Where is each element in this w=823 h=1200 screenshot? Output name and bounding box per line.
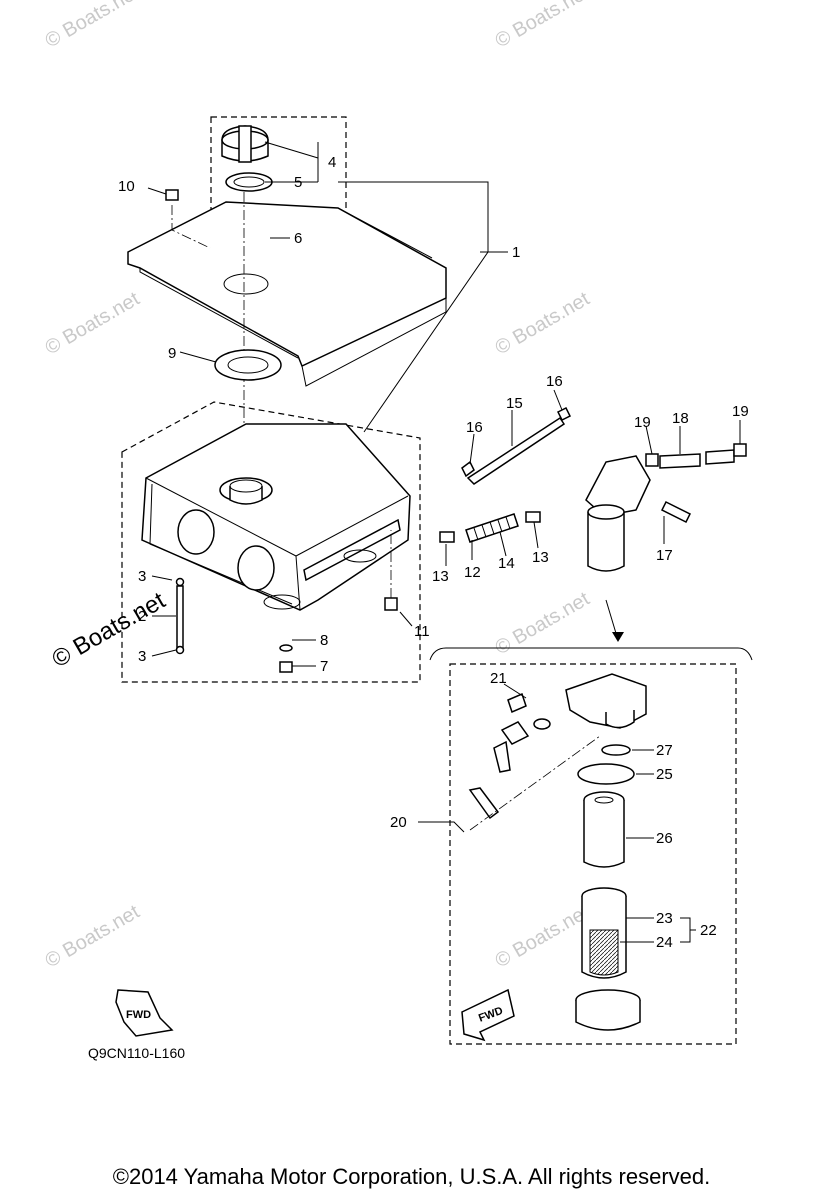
callout-7: 7	[320, 658, 328, 675]
fuel-hose-18	[645, 443, 747, 469]
callout-22: 22	[700, 922, 717, 939]
ring-nut	[575, 989, 641, 1031]
watermark: © Boats.net	[42, 901, 144, 973]
fuel-tank	[141, 423, 411, 611]
watermark: © Boats.net	[42, 0, 144, 52]
callout-19: 19	[732, 403, 749, 420]
callout-labels: 1 2 3 3 4 5 6 7 8 9 10 11 12 13 13 14 15…	[118, 154, 749, 951]
callout-2: 2	[138, 608, 146, 625]
drain-washer	[279, 644, 293, 652]
callout-21: 21	[490, 670, 507, 687]
callout-16: 16	[466, 419, 483, 436]
diagram-code: Q9CN110-L160	[88, 1045, 185, 1061]
callout-27: 27	[656, 742, 673, 759]
callout-13: 13	[432, 568, 449, 585]
watermark: © Boats.net	[42, 288, 144, 360]
callout-6: 6	[294, 230, 302, 247]
tank-box	[121, 401, 421, 683]
callout-15: 15	[506, 395, 523, 412]
callout-25: 25	[656, 766, 673, 783]
copyright-notice: ©2014 Yamaha Motor Corporation, U.S.A. A…	[112, 1164, 711, 1189]
fuel-hose-14	[439, 511, 541, 543]
callout-4: 4	[328, 154, 336, 171]
callout-10: 10	[118, 178, 135, 195]
callout-3: 3	[138, 648, 146, 665]
callout-3: 3	[138, 568, 146, 585]
filler-gasket	[214, 349, 282, 381]
o-ring-27	[601, 744, 631, 756]
callout-26: 26	[656, 830, 673, 847]
leader-lines	[147, 141, 741, 943]
svg-text:FWD: FWD	[126, 1009, 151, 1021]
callout-24: 24	[656, 934, 673, 951]
callout-23: 23	[656, 910, 673, 927]
filter-element	[583, 791, 625, 868]
detail-bracket	[429, 647, 753, 661]
level-tube	[175, 577, 185, 655]
bracket	[468, 787, 500, 820]
callout-5: 5	[294, 174, 302, 191]
bolt-11	[384, 597, 398, 611]
watermark: © Boats.net	[492, 0, 594, 52]
watermark: © Boats.net	[492, 901, 594, 973]
callout-18: 18	[672, 410, 689, 427]
drain-bolt	[279, 661, 293, 673]
fwd-arrow-left: FWD	[115, 989, 174, 1037]
callout-20: 20	[390, 814, 407, 831]
fuel-hose-15	[461, 406, 572, 485]
callout-13: 13	[532, 549, 549, 566]
callout-14: 14	[498, 555, 515, 572]
fuel-filter-small	[585, 455, 692, 572]
callout-19: 19	[634, 414, 651, 431]
fwd-arrow-right: FWD	[461, 988, 515, 1042]
callout-16: 16	[546, 373, 563, 390]
callout-8: 8	[320, 632, 328, 649]
callout-12: 12	[464, 564, 481, 581]
tank-cover	[127, 201, 447, 387]
o-ring-25	[577, 763, 635, 785]
callout-17: 17	[656, 547, 673, 564]
callout-1: 1	[512, 244, 520, 261]
watermark: © Boats.net	[492, 288, 594, 360]
filter-cup	[581, 887, 627, 979]
callout-9: 9	[168, 345, 176, 362]
watermark-large: © Boats.net	[48, 587, 171, 673]
filter-detail-box	[449, 663, 737, 1045]
callout-11: 11	[414, 623, 430, 640]
watermark: © Boats.net	[492, 588, 594, 660]
filler-cap	[221, 125, 269, 163]
filter-head	[493, 673, 647, 773]
bolt-10	[165, 189, 179, 201]
